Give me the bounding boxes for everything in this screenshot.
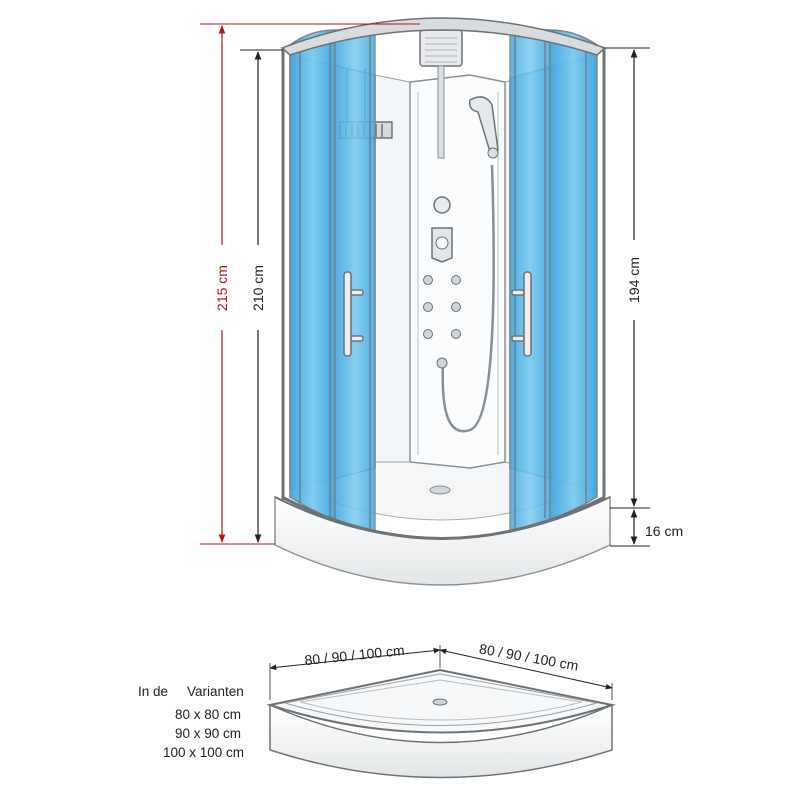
dimension-label-tray: 16 cm — [645, 523, 683, 539]
front-door-left-inner — [334, 27, 376, 533]
dimension-label-cabin: 210 cm — [250, 265, 266, 311]
variant-item: 90 x 90 cm — [175, 726, 242, 741]
shower-cabin — [274, 17, 611, 586]
dimension-glass-height: 194 cm — [605, 47, 650, 509]
tray-plan-view: 80 / 90 / 100 cm 80 / 90 / 100 cm — [266, 640, 616, 779]
variants-heading: In de Varianten — [138, 684, 258, 700]
variant-item: 80 x 80 cm — [175, 707, 242, 722]
door-handle-left-icon — [343, 271, 364, 357]
width-label-right: 80 / 90 / 100 cm — [478, 640, 580, 673]
variants-heading-right: Varianten — [187, 684, 244, 699]
variant-item: 100 x 100 cm — [163, 745, 245, 760]
shower-hose — [441, 164, 495, 433]
width-label-left: 80 / 90 / 100 cm — [304, 642, 406, 668]
door-handle-right-icon — [511, 271, 532, 357]
tray-drain-icon — [432, 698, 448, 706]
rain-shower-head — [419, 29, 463, 67]
dimension-label-glass: 194 cm — [626, 257, 642, 303]
front-door-right-outer — [549, 29, 598, 522]
variants-heading-left: In de — [138, 684, 169, 699]
control-knob-icon — [433, 196, 451, 214]
shower-panel — [409, 74, 506, 469]
dimension-cabin-height: 210 cm — [240, 49, 283, 543]
front-door-left — [289, 29, 336, 522]
cabin-roof — [280, 17, 607, 56]
dimension-label-total: 215 cm — [214, 265, 230, 311]
massage-jets-icon — [423, 275, 461, 339]
dimension-tray-height: 16 cm — [610, 509, 683, 547]
drain-icon — [429, 485, 451, 495]
tray-skirt — [269, 703, 613, 779]
dimension-total-height: 215 cm — [200, 23, 420, 545]
